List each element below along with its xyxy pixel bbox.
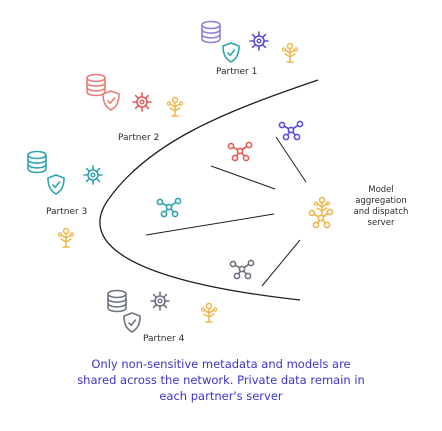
shield-icon — [47, 174, 65, 195]
caption-line: shared across the network. Private data … — [77, 373, 365, 387]
tree-icon — [57, 227, 75, 248]
shield-icon — [222, 42, 240, 63]
tree-icon — [166, 96, 184, 117]
server-label-line: and dispatch — [353, 207, 409, 217]
partner-2-cluster — [86, 73, 184, 117]
server-icon — [308, 196, 334, 229]
tree-icon — [200, 302, 218, 323]
gear-icon — [150, 291, 170, 311]
model-graph-icon — [229, 259, 255, 280]
server-label: Model aggregation and dispatch server — [346, 185, 416, 229]
model-graph-icon — [227, 141, 253, 162]
partner-1-label: Partner 1 — [216, 67, 258, 77]
database-icon — [27, 150, 47, 174]
partner-4-cluster — [107, 289, 218, 333]
database-icon — [86, 73, 106, 97]
server-label-line: aggregation — [355, 196, 407, 206]
server-label-line: Model — [368, 185, 394, 195]
shield-icon — [123, 312, 141, 333]
tree-icon — [281, 42, 299, 63]
server-label-line: server — [367, 218, 395, 228]
model-graph-icon — [278, 120, 304, 141]
connection-lines — [145, 136, 307, 287]
caption-line: each partner's server — [159, 389, 283, 403]
caption-line: Only non-sensitive metadata and models a… — [91, 357, 351, 371]
partner-2-label: Partner 2 — [118, 133, 160, 143]
gear-icon — [83, 165, 103, 185]
shield-icon — [102, 90, 120, 111]
gear-icon — [132, 92, 152, 112]
partner-3-label: Partner 3 — [46, 207, 88, 217]
gear-icon — [249, 31, 269, 51]
partner-4-label: Partner 4 — [143, 334, 185, 344]
caption: Only non-sensitive metadata and models a… — [40, 356, 402, 404]
partner-1-cluster — [201, 20, 299, 63]
network-boundary-curve — [99, 79, 319, 301]
database-icon — [201, 20, 221, 44]
partner-3-cluster — [27, 150, 103, 248]
model-graph-icon — [156, 197, 182, 218]
database-icon — [107, 289, 127, 313]
